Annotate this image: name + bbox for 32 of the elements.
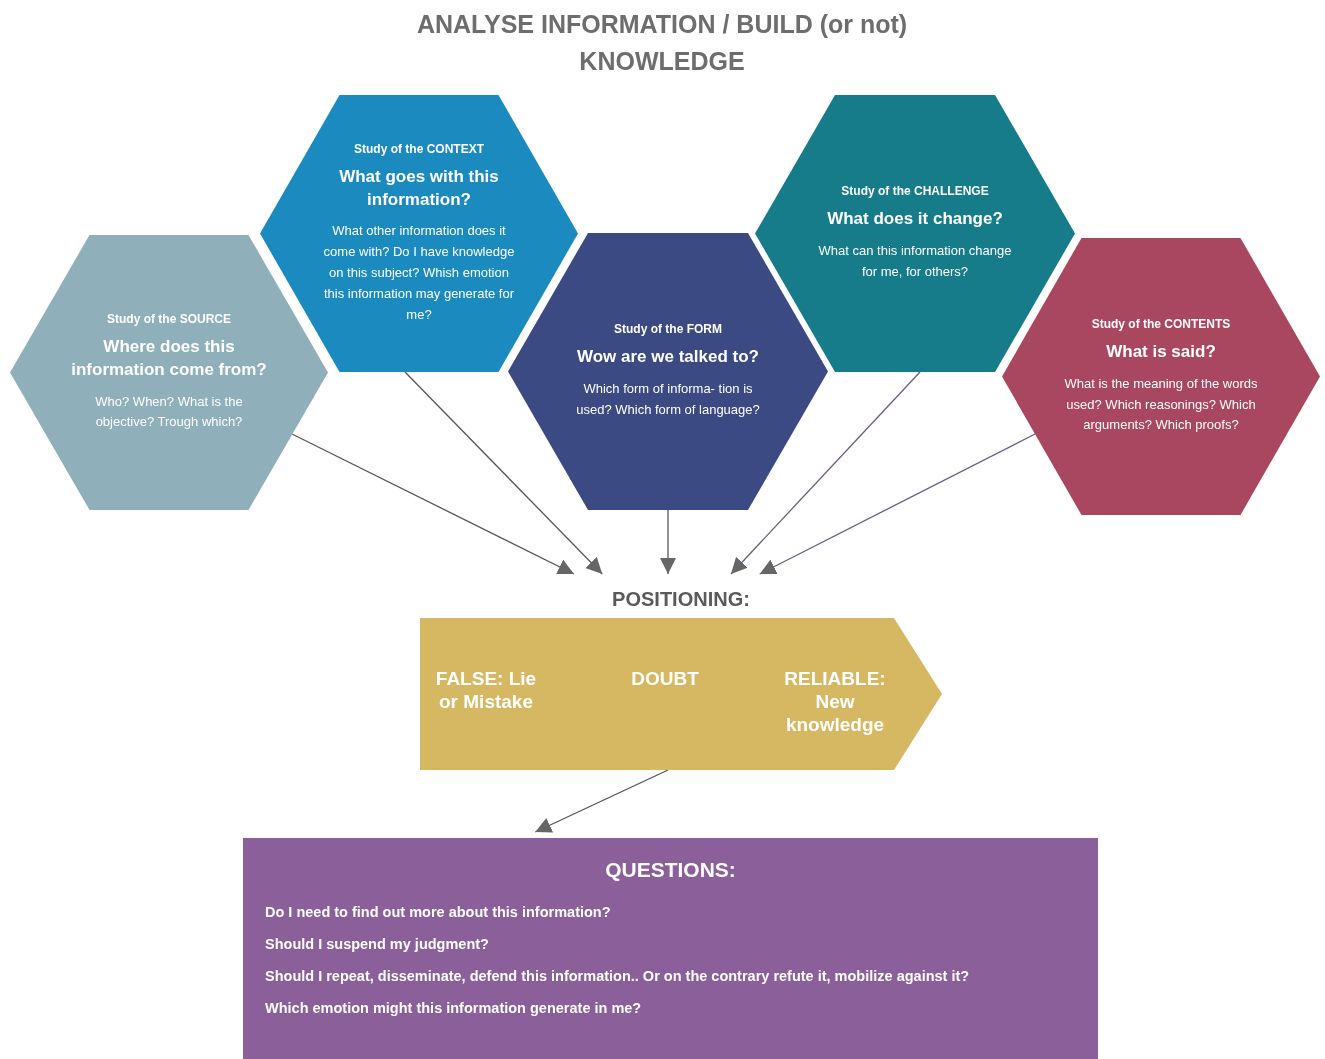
- diagram-title: ANALYSE INFORMATION / BUILD (or not) KNOWLEDGE: [415, 9, 909, 77]
- question-text: Should I suspend my judgment?: [265, 936, 489, 952]
- hexagon-heading: Study of the CONTEXT: [354, 141, 484, 156]
- description-text: What other information does it come with? Do I have knowledge on this subject? Whish emotion this information may generate for me?: [322, 222, 516, 324]
- position-option: RELIABLE: New knowledge: [775, 668, 895, 737]
- hexagon-heading: Study of the FORM: [614, 322, 722, 337]
- arrow: [759, 433, 1036, 575]
- arrow: [404, 371, 603, 575]
- question-text: What goes with this information?: [338, 165, 500, 211]
- arrow: [730, 371, 921, 575]
- description-text: What can this information change for me, for others?: [817, 242, 1013, 281]
- hexagon-heading: Study of the SOURCE: [107, 311, 231, 326]
- section-heading: QUESTIONS:: [604, 858, 737, 882]
- question-text: Should I repeat, disseminate, defend this information.. Or on the contrary refute it, mobilize against it?: [265, 968, 970, 984]
- questions-panel: [243, 838, 1098, 1059]
- position-option: FALSE: Lie or Mistake: [426, 668, 546, 714]
- question-text: Which emotion might this information generate in me?: [265, 1000, 642, 1016]
- question-text: What does it change?: [827, 208, 1003, 231]
- section-heading: POSITIONING:: [611, 588, 751, 611]
- position-option: DOUBT: [605, 668, 725, 691]
- description-text: Who? When? What is the objective? Trough which?: [94, 392, 244, 432]
- question-text: Where does this information come from?: [70, 335, 268, 381]
- hexagon-heading: Study of the CONTENTS: [1091, 316, 1231, 331]
- hexagon-heading: Study of the CHALLENGE: [841, 184, 989, 199]
- question-text: What is said?: [1106, 340, 1216, 363]
- question-text: Do I need to find out more about this information?: [265, 904, 611, 920]
- arrow: [291, 433, 575, 575]
- arrow: [534, 769, 669, 833]
- arrow: [660, 509, 676, 575]
- description-text: Which form of informa- tion is used? Which form of language?: [575, 380, 761, 419]
- question-text: Wow are we talked to?: [577, 346, 759, 369]
- description-text: What is the meaning of the words used? Which reasonings? Which arguments? Which proofs?: [1063, 374, 1259, 435]
